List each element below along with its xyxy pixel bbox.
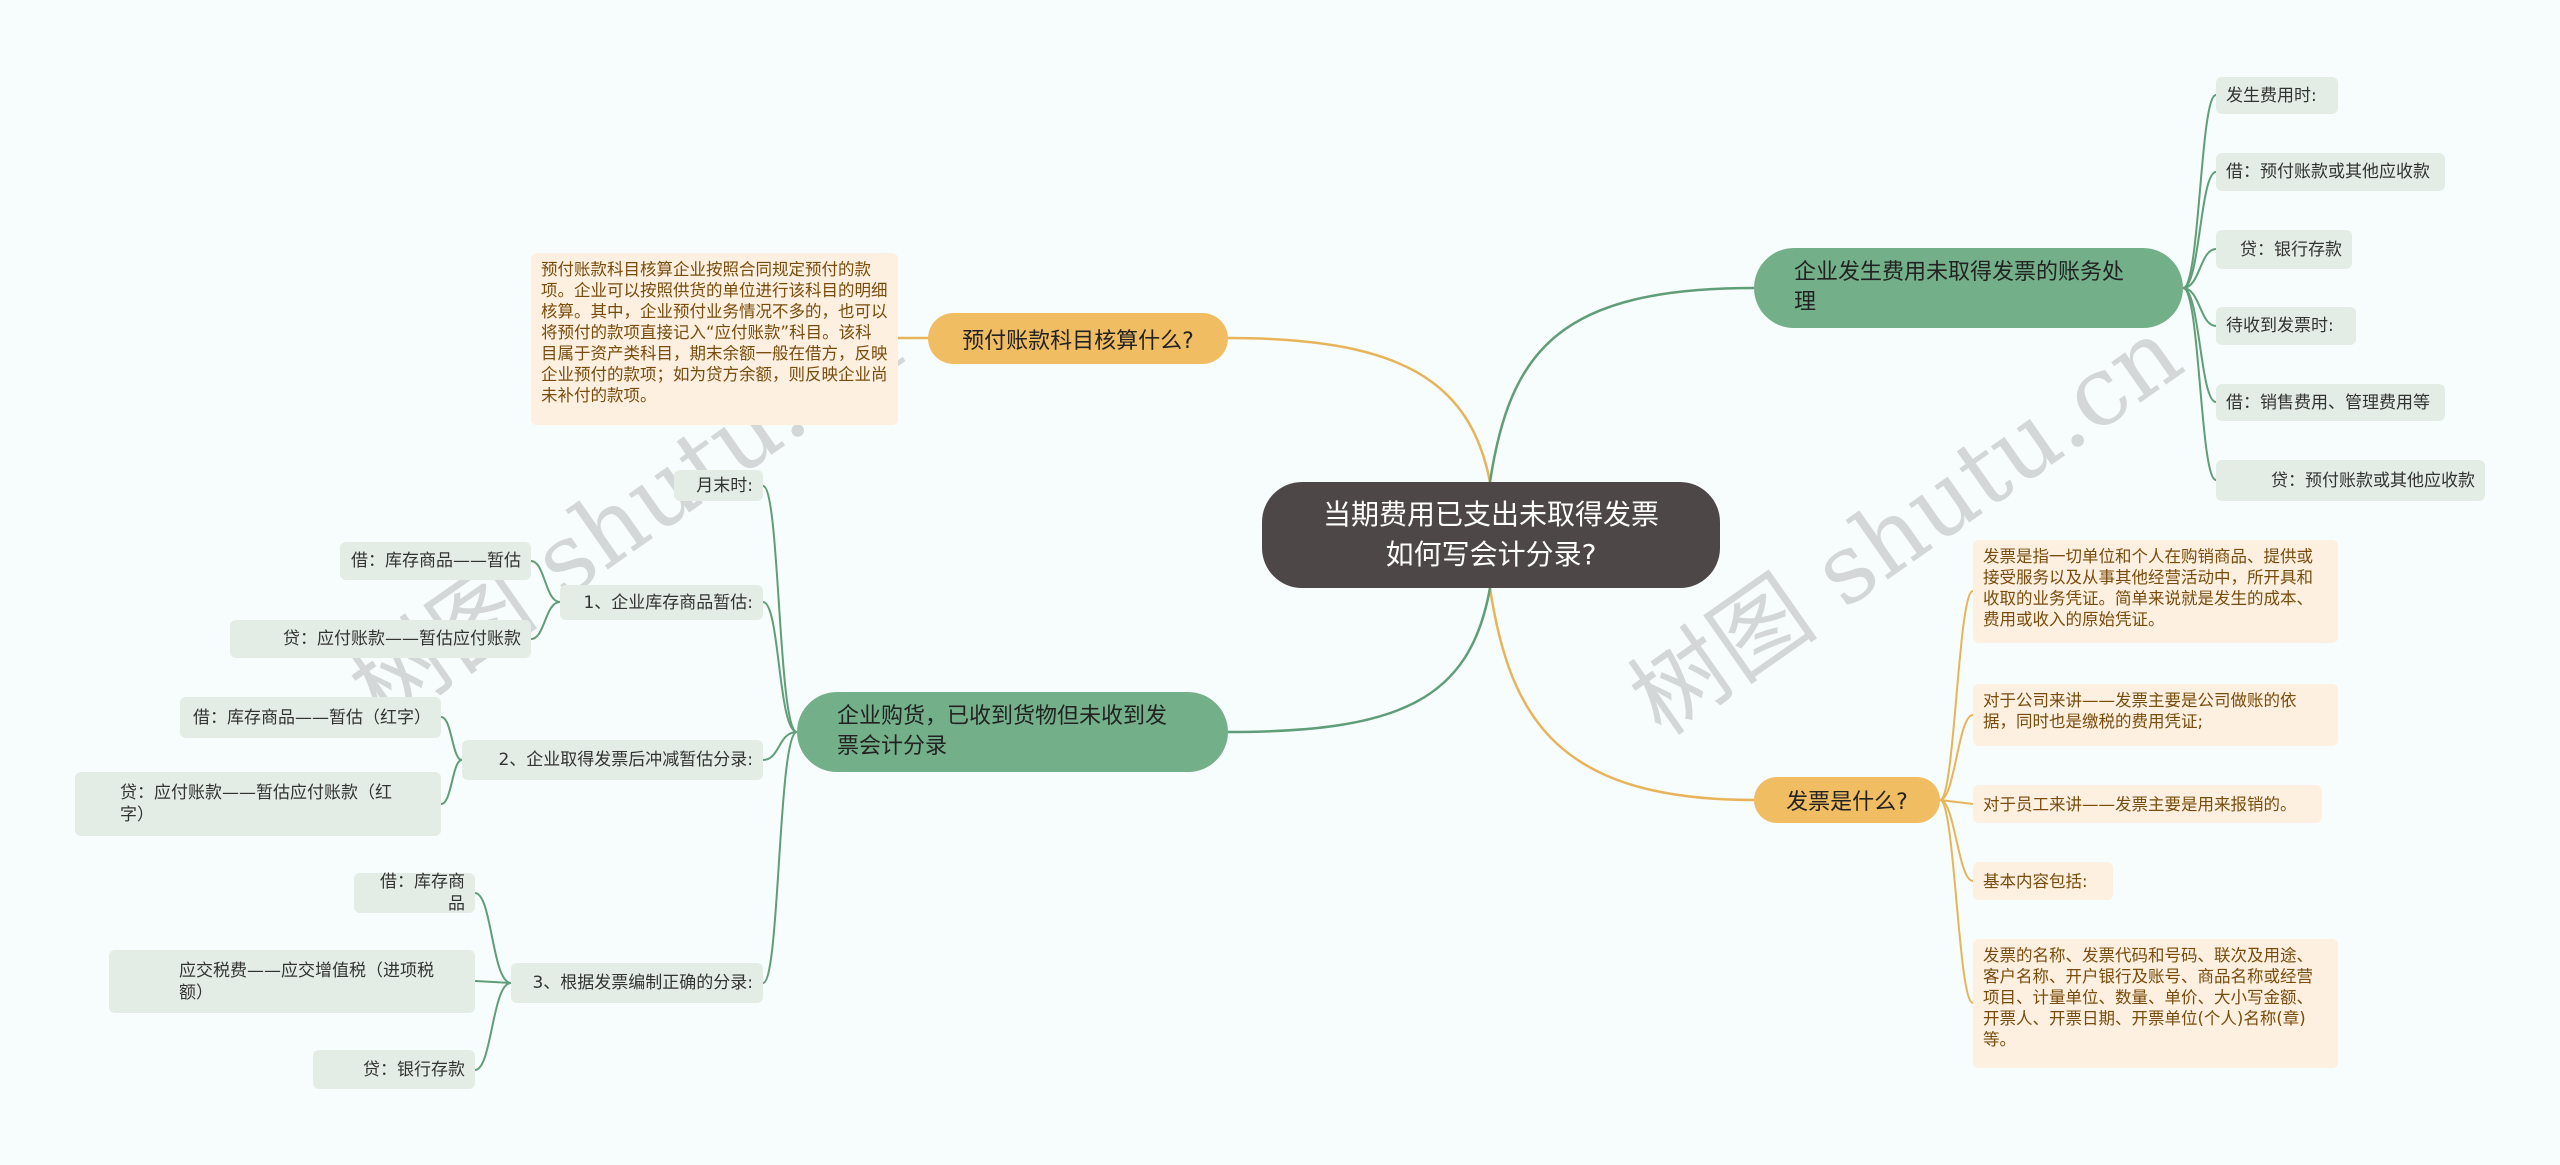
invoice-item[interactable]: 发票是指一切单位和个人在购销商品、提供或接受服务以及从事其他经营活动中，所开具和… <box>1973 540 2338 643</box>
desc-text: 发票是指一切单位和个人在购销商品、提供或接受服务以及从事其他经营活动中，所开具和… <box>1983 547 2313 629</box>
step2-credit[interactable]: 贷：应付账款——暂估应付账款（红字） <box>75 772 441 836</box>
step3-credit[interactable]: 贷：银行存款 <box>313 1050 475 1089</box>
leaf-label: 借：库存商品 <box>380 872 465 914</box>
step2-debit[interactable]: 借：库存商品——暂估（红字） <box>180 697 441 738</box>
invoice-item[interactable]: 对于公司来讲——发票主要是公司做账的依据，同时也是缴税的费用凭证; <box>1973 684 2338 746</box>
step3-node[interactable]: 3、根据发票编制正确的分录: <box>511 963 763 1003</box>
invoice-item[interactable]: 对于员工来讲——发票主要是用来报销的。 <box>1973 785 2322 823</box>
leaf-label: 月末时: <box>696 475 753 496</box>
leaf-label: 借：销售费用、管理费用等 <box>2226 392 2430 413</box>
leaf-label: 借：库存商品——暂估 <box>351 551 521 571</box>
leaf-label: 贷：预付账款或其他应收款 <box>2271 470 2475 491</box>
leaf-label: 贷：银行存款 <box>363 1059 465 1080</box>
branch-label: 企业购货，已收到货物但未收到发票会计分录 <box>837 704 1168 759</box>
invoice-item[interactable]: 基本内容包括: <box>1973 862 2113 900</box>
desc-text: 发票的名称、发票代码和号码、联次及用途、客户名称、开户银行及账号、商品名称或经营… <box>1983 946 2313 1049</box>
expense-item[interactable]: 待收到发票时: <box>2216 307 2356 345</box>
branch-label: 预付账款科目核算什么? <box>962 328 1194 354</box>
step2-node[interactable]: 2、企业取得发票后冲减暂估分录: <box>462 740 763 780</box>
leaf-label: 借：预付账款或其他应收款 <box>2226 162 2430 182</box>
branch-expense[interactable]: 企业发生费用未取得发票的账务处理 <box>1754 248 2183 328</box>
expense-item[interactable]: 借：销售费用、管理费用等 <box>2216 384 2445 421</box>
leaf-label: 应交税费——应交增值税（进项税额） <box>179 960 434 1003</box>
central-topic-label: 当期费用已支出未取得发票如何写会计分录? <box>1322 498 1659 571</box>
branch-invoice[interactable]: 发票是什么? <box>1754 777 1940 823</box>
expense-item[interactable]: 贷：银行存款 <box>2216 230 2352 269</box>
desc-text: 基本内容包括: <box>1983 871 2088 891</box>
desc-text: 对于员工来讲——发票主要是用来报销的。 <box>1983 794 2297 814</box>
branch-prepaid[interactable]: 预付账款科目核算什么? <box>928 313 1228 364</box>
leaf-label: 贷：银行存款 <box>2240 239 2342 260</box>
branch-label: 企业发生费用未取得发票的账务处理 <box>1794 260 2125 315</box>
branch-label: 发票是什么? <box>1786 790 1908 815</box>
central-topic[interactable]: 当期费用已支出未取得发票如何写会计分录? <box>1262 482 1720 588</box>
branch-purchase[interactable]: 企业购货，已收到货物但未收到发票会计分录 <box>797 692 1228 772</box>
prepaid-description[interactable]: 预付账款科目核算企业按照合同规定预付的款项。企业可以按照供货的单位进行该科目的明… <box>531 253 898 425</box>
desc-text: 预付账款科目核算企业按照合同规定预付的款项。企业可以按照供货的单位进行该科目的明… <box>541 260 888 405</box>
step3-vat[interactable]: 应交税费——应交增值税（进项税额） <box>109 950 475 1013</box>
leaf-label: 借：库存商品——暂估（红字） <box>193 707 431 728</box>
leaf-label: 待收到发票时: <box>2226 316 2334 336</box>
invoice-item[interactable]: 发票的名称、发票代码和号码、联次及用途、客户名称、开户银行及账号、商品名称或经营… <box>1973 939 2338 1068</box>
step1-debit[interactable]: 借：库存商品——暂估 <box>340 542 531 580</box>
step1-node[interactable]: 1、企业库存商品暂估: <box>560 585 763 620</box>
leaf-label: 贷：应付账款——暂估应付账款 <box>283 629 521 649</box>
expense-item[interactable]: 贷：预付账款或其他应收款 <box>2216 460 2485 501</box>
step1-credit[interactable]: 贷：应付账款——暂估应付账款 <box>230 620 531 658</box>
leaf-label: 发生费用时: <box>2226 85 2317 106</box>
step3-debit[interactable]: 借：库存商品 <box>354 872 475 914</box>
expense-item[interactable]: 借：预付账款或其他应收款 <box>2216 153 2445 191</box>
expense-item[interactable]: 发生费用时: <box>2216 77 2338 114</box>
month-end-node[interactable]: 月末时: <box>674 470 763 501</box>
leaf-label: 贷：应付账款——暂估应付账款（红字） <box>120 783 392 825</box>
leaf-label: 1、企业库存商品暂估: <box>583 592 753 613</box>
desc-text: 对于公司来讲——发票主要是公司做账的依据，同时也是缴税的费用凭证; <box>1983 691 2297 731</box>
leaf-label: 3、根据发票编制正确的分录: <box>532 973 753 993</box>
leaf-label: 2、企业取得发票后冲减暂估分录: <box>498 750 753 770</box>
